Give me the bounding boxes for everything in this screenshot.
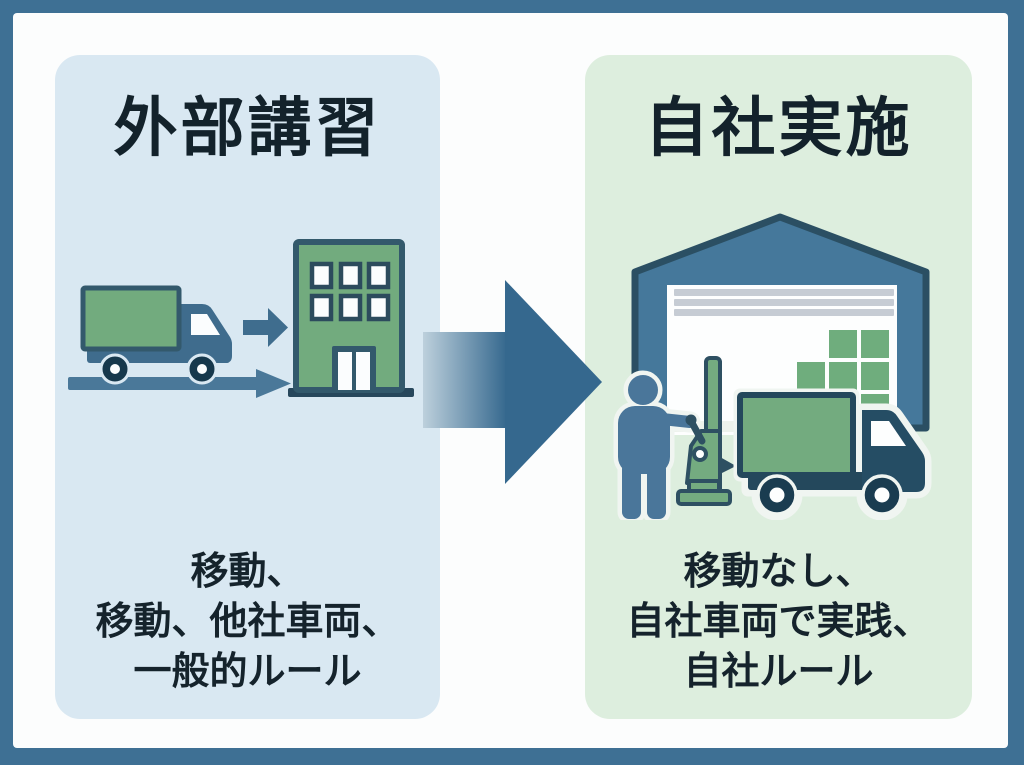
left-panel-title: 外部講習 [113, 92, 382, 164]
crates-icon [797, 330, 889, 422]
big-right-arrow-icon [423, 280, 602, 484]
lift-jack-icon [676, 356, 736, 506]
right-panel-caption: 移動なし、 自社車両で実践、 自社ルール [585, 547, 972, 697]
right-panel-title: 自社実施 [644, 92, 913, 164]
left-caption-line-2: 移動、他社車両、 [95, 601, 400, 643]
garage-door-icon [674, 289, 894, 316]
right-caption-line-1: 移動なし、 [683, 551, 874, 593]
external-training-illustration [68, 239, 414, 398]
right-caption-line-3: 自社ルール [683, 651, 874, 693]
worker-icon [613, 370, 701, 520]
in-house-illustration [613, 213, 932, 520]
truck-icon [80, 285, 232, 385]
move-arrow-icon [243, 308, 288, 347]
left-caption-line-3: 一般的ルール [133, 651, 362, 693]
left-caption-line-1: 移動、 [190, 551, 305, 593]
right-caption-line-2: 自社車両で実践、 [626, 601, 931, 643]
office-building-icon [293, 239, 405, 393]
company-truck-icon [733, 388, 932, 520]
left-panel-caption: 移動、 移動、他社車両、 一般的ルール [55, 547, 440, 697]
jack-lever [685, 414, 706, 445]
